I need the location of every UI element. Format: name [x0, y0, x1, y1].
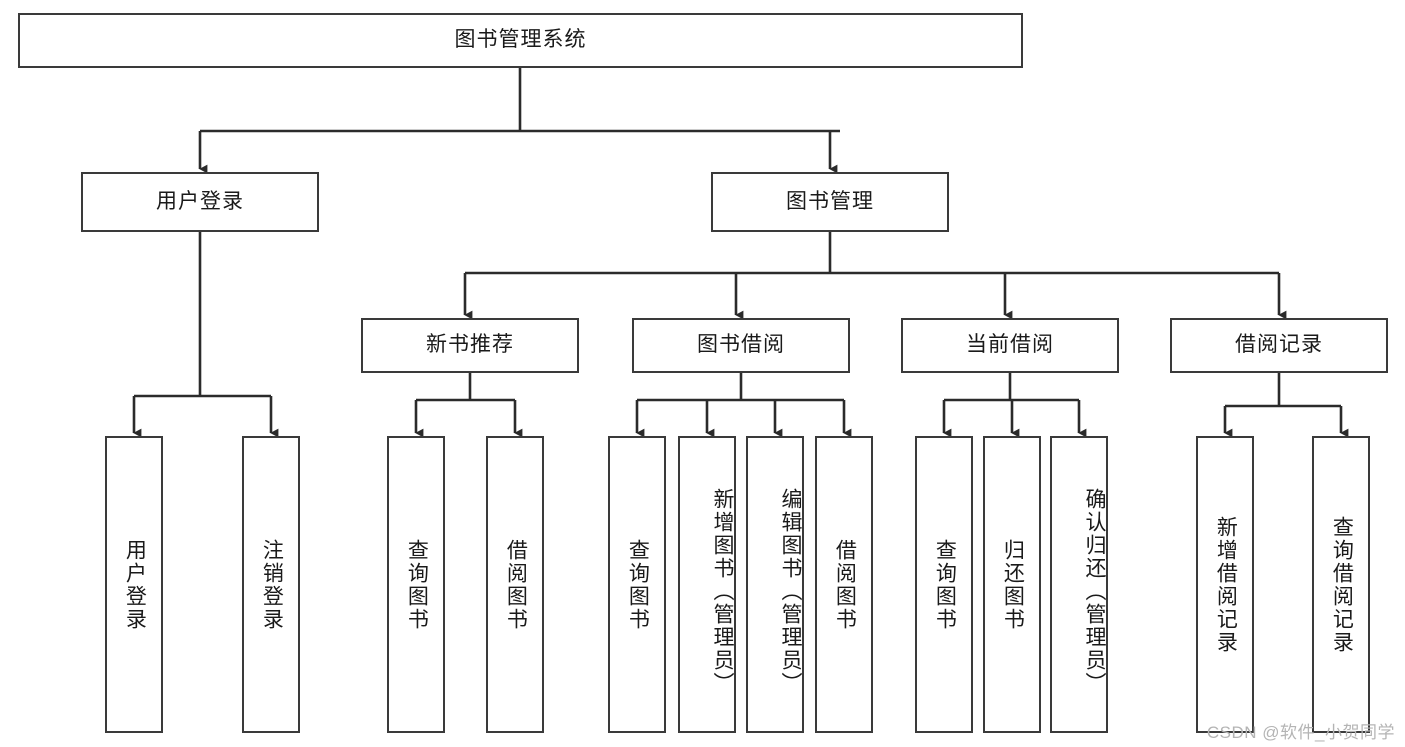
- node-book-management[interactable]: 图书管理: [711, 172, 949, 232]
- leaf-query-book-current-label: 查询图书: [933, 538, 957, 631]
- leaf-add-borrow-record[interactable]: 新增借阅记录: [1196, 436, 1254, 733]
- node-borrow-records-label: 借阅记录: [1235, 333, 1323, 357]
- leaf-edit-book-admin-label: 编辑图书（管理员）: [779, 488, 802, 695]
- leaf-query-book-newbook[interactable]: 查询图书: [387, 436, 445, 733]
- leaf-user-login[interactable]: 用户登录: [105, 436, 163, 733]
- leaf-query-borrow-record[interactable]: 查询借阅记录: [1312, 436, 1370, 733]
- node-root[interactable]: 图书管理系统: [18, 13, 1023, 68]
- leaf-borrow-book-borrow-label: 借阅图书: [833, 538, 857, 631]
- leaf-add-book-admin[interactable]: 新增图书（管理员）: [678, 436, 736, 733]
- leaf-edit-book-admin[interactable]: 编辑图书（管理员）: [746, 436, 804, 733]
- leaf-confirm-return-admin-label: 确认归还（管理员）: [1083, 488, 1106, 695]
- node-user-login-label: 用户登录: [156, 189, 244, 213]
- leaf-borrow-book-newbook[interactable]: 借阅图书: [486, 436, 544, 733]
- node-user-login[interactable]: 用户登录: [81, 172, 319, 232]
- node-new-book-recommend-label: 新书推荐: [426, 333, 514, 357]
- node-book-borrow-label: 图书借阅: [697, 333, 785, 357]
- node-root-label: 图书管理系统: [454, 28, 587, 52]
- leaf-query-book-newbook-label: 查询图书: [405, 538, 429, 631]
- leaf-user-login-label: 用户登录: [123, 538, 147, 631]
- leaf-query-book-current[interactable]: 查询图书: [915, 436, 973, 733]
- leaf-return-book[interactable]: 归还图书: [983, 436, 1041, 733]
- leaf-borrow-book-borrow[interactable]: 借阅图书: [815, 436, 873, 733]
- node-book-borrow[interactable]: 图书借阅: [632, 318, 850, 373]
- leaf-confirm-return-admin[interactable]: 确认归还（管理员）: [1050, 436, 1108, 733]
- node-current-borrow[interactable]: 当前借阅: [901, 318, 1119, 373]
- node-book-management-label: 图书管理: [786, 189, 874, 213]
- leaf-user-logout-label: 注销登录: [260, 538, 284, 631]
- node-new-book-recommend[interactable]: 新书推荐: [361, 318, 579, 373]
- leaf-user-logout[interactable]: 注销登录: [242, 436, 300, 733]
- csdn-watermark: CSDN @软件_小贺同学: [1206, 723, 1395, 742]
- node-current-borrow-label: 当前借阅: [966, 333, 1054, 357]
- leaf-query-borrow-record-label: 查询借阅记录: [1330, 515, 1354, 654]
- leaf-add-book-admin-label: 新增图书（管理员）: [711, 488, 734, 695]
- leaf-query-book-borrow[interactable]: 查询图书: [608, 436, 666, 733]
- leaf-add-borrow-record-label: 新增借阅记录: [1214, 515, 1238, 654]
- leaf-return-book-label: 归还图书: [1001, 538, 1025, 631]
- node-borrow-records[interactable]: 借阅记录: [1170, 318, 1388, 373]
- leaf-query-book-borrow-label: 查询图书: [626, 538, 650, 631]
- leaf-borrow-book-newbook-label: 借阅图书: [504, 538, 528, 631]
